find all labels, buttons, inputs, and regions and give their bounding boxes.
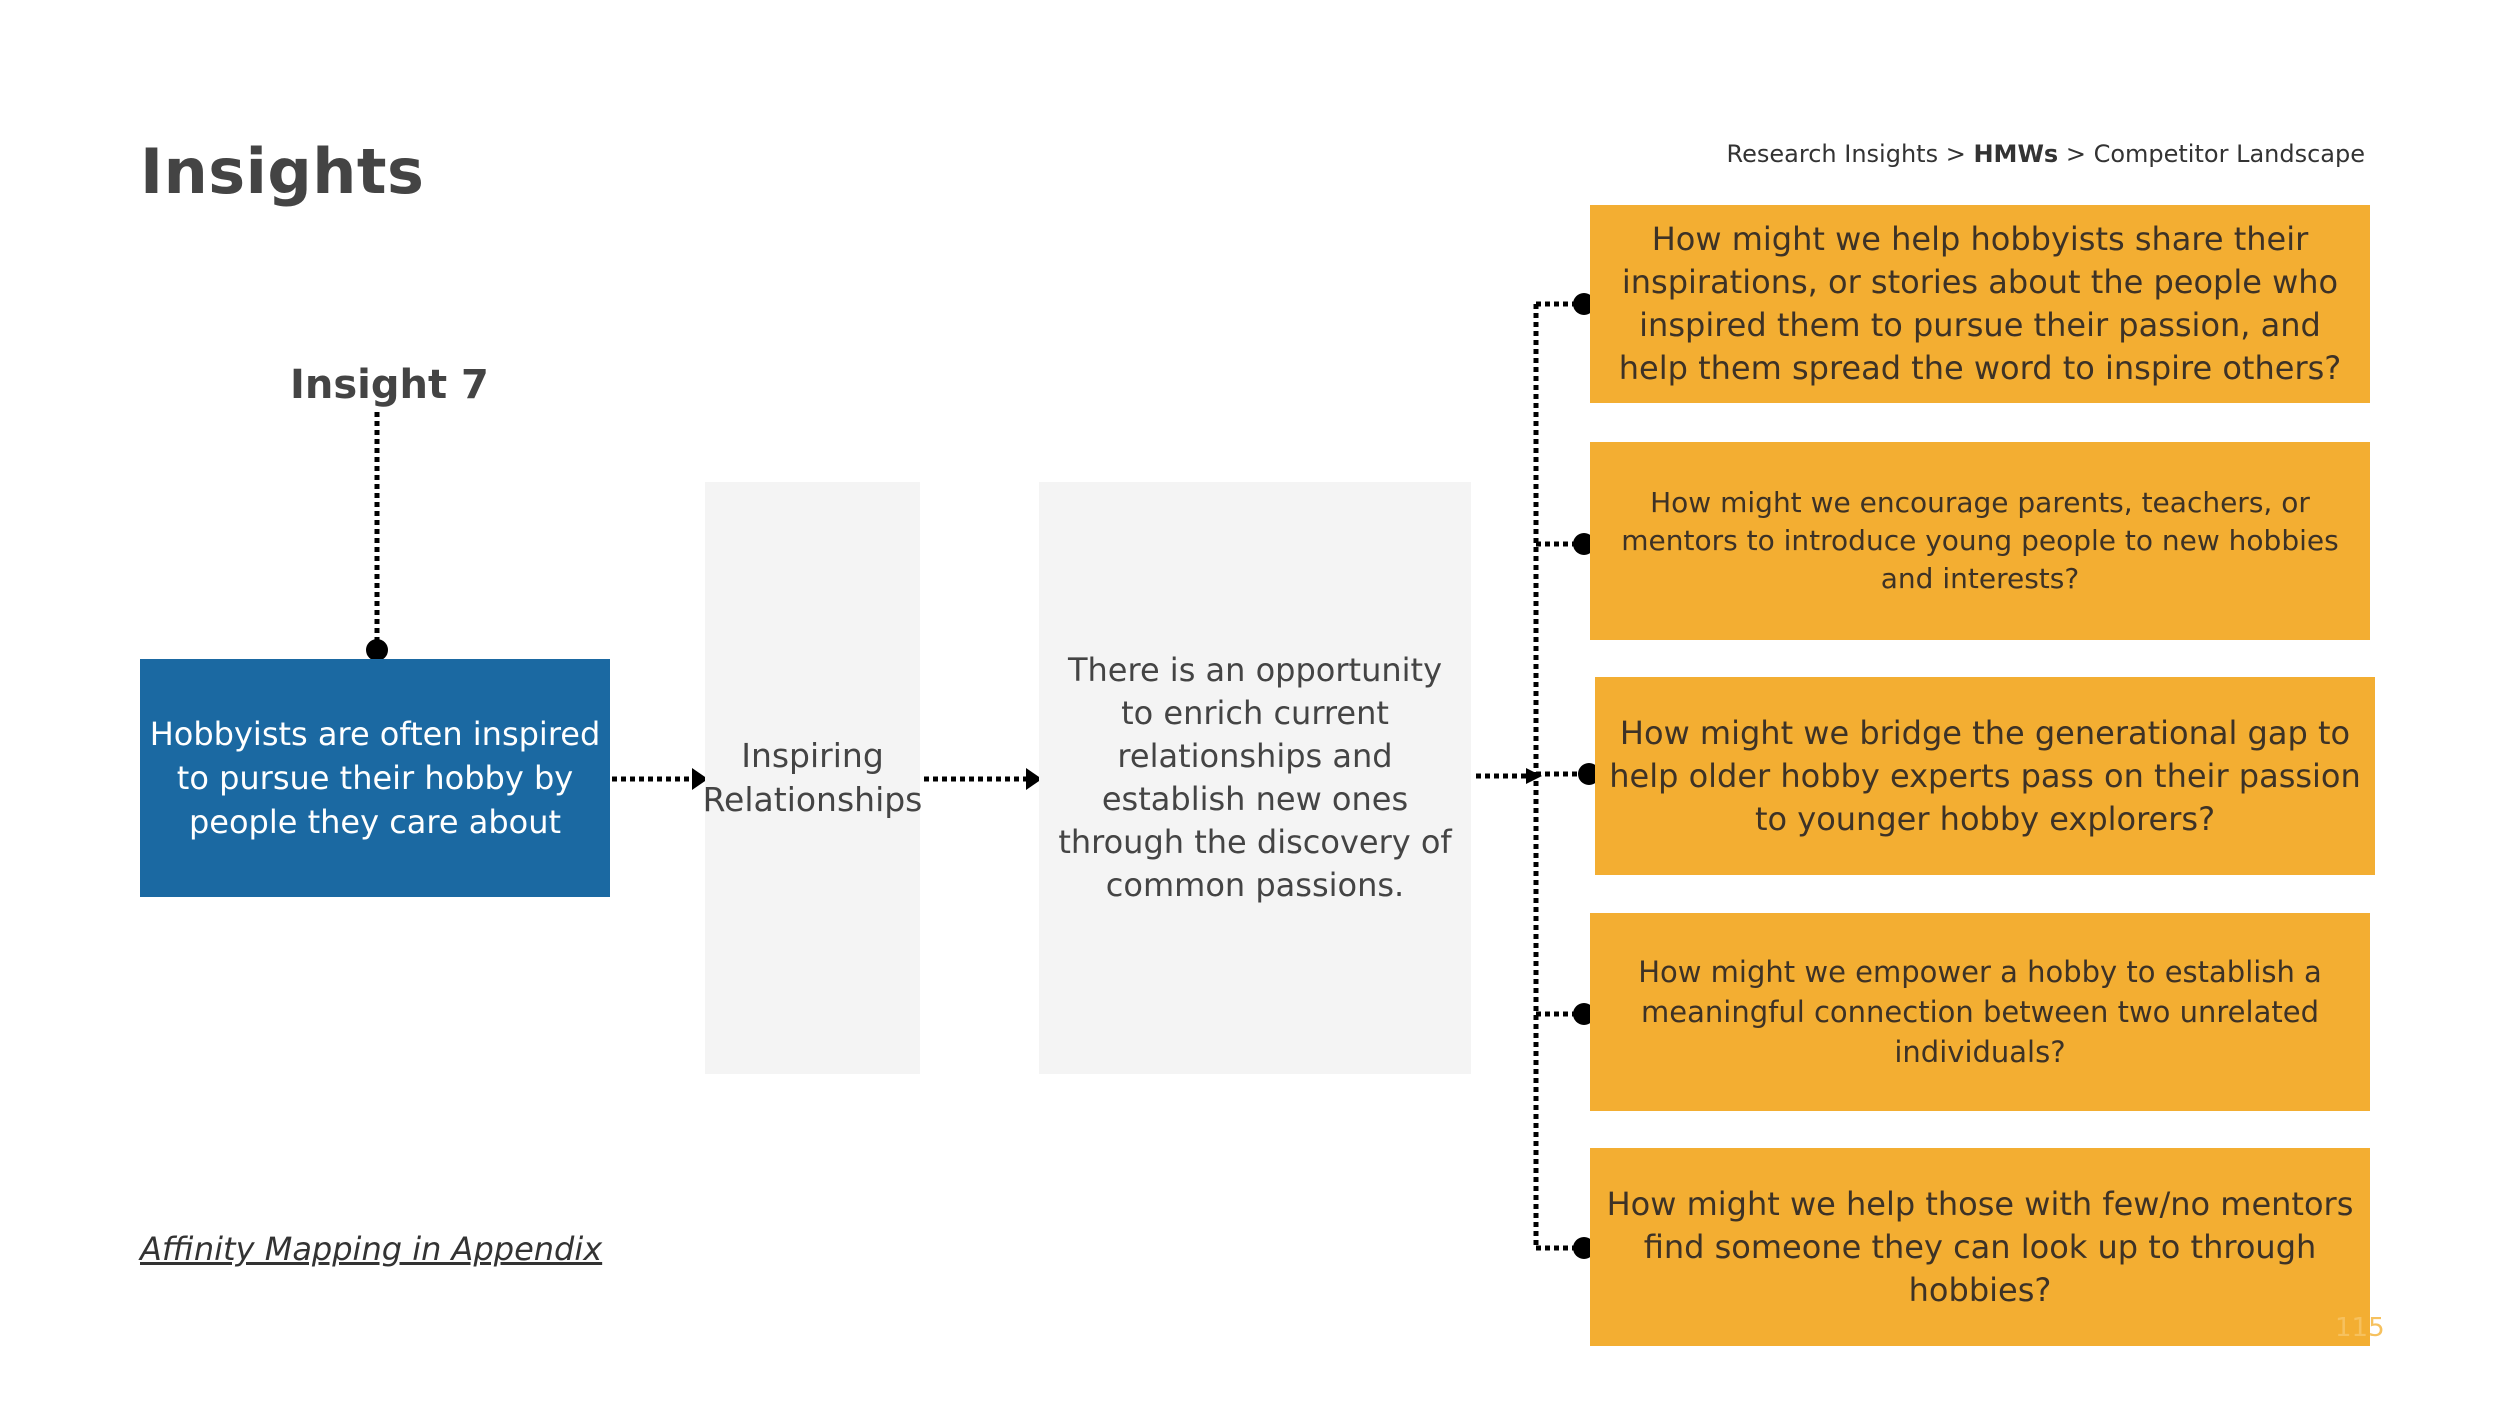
arrowhead [692,768,708,790]
breadcrumb-item-competitor-landscape[interactable]: Competitor Landscape [2093,140,2365,168]
connector-dot [1573,1003,1595,1025]
hmw-box-1: How might we help hobbyists share their … [1590,205,2370,403]
hmw-text: How might we bridge the generational gap… [1609,713,2361,838]
arrowhead [1026,768,1042,790]
connector-dot [366,639,388,661]
breadcrumb: Research Insights > HMWs > Competitor La… [1727,140,2365,168]
breadcrumb-item-research-insights[interactable]: Research Insights [1726,140,1939,168]
page-title: Insights [140,135,425,208]
theme-text: Inspiring Relationships [702,736,923,819]
insight-statement-text: Hobbyists are often inspired to pursue t… [149,715,601,841]
hmw-box-2: How might we encourage parents, teachers… [1590,442,2370,640]
hmw-text: How might we help those with few/no ment… [1606,1184,2354,1309]
breadcrumb-separator: > [2058,140,2094,168]
connector-dot [1573,533,1595,555]
connector-dot [1578,763,1600,785]
insight-label: Insight 7 [290,362,489,408]
hmw-text: How might we empower a hobby to establis… [1638,955,2322,1069]
arrowhead [1526,768,1542,784]
breadcrumb-item-hmws[interactable]: HMWs [1973,140,2059,168]
opportunity-box: There is an opportunity to enrich curren… [1039,482,1471,1074]
hmw-box-4: How might we empower a hobby to establis… [1590,913,2370,1111]
theme-box: Inspiring Relationships [702,482,923,1074]
appendix-link[interactable]: Affinity Mapping in Appendix [140,1230,603,1268]
page-number: 115 [2335,1313,2385,1343]
hmw-text: How might we help hobbyists share their … [1618,220,2342,387]
connector-dot [1573,293,1595,315]
opportunity-text: There is an opportunity to enrich curren… [1058,651,1452,904]
hmw-box-3: How might we bridge the generational gap… [1595,677,2375,875]
breadcrumb-separator: > [1938,140,1974,168]
hmw-text: How might we encourage parents, teachers… [1621,486,2339,595]
insight-statement-box: Hobbyists are often inspired to pursue t… [140,659,610,897]
hmw-box-5: How might we help those with few/no ment… [1590,1148,2370,1346]
connector-dot [1573,1237,1595,1259]
